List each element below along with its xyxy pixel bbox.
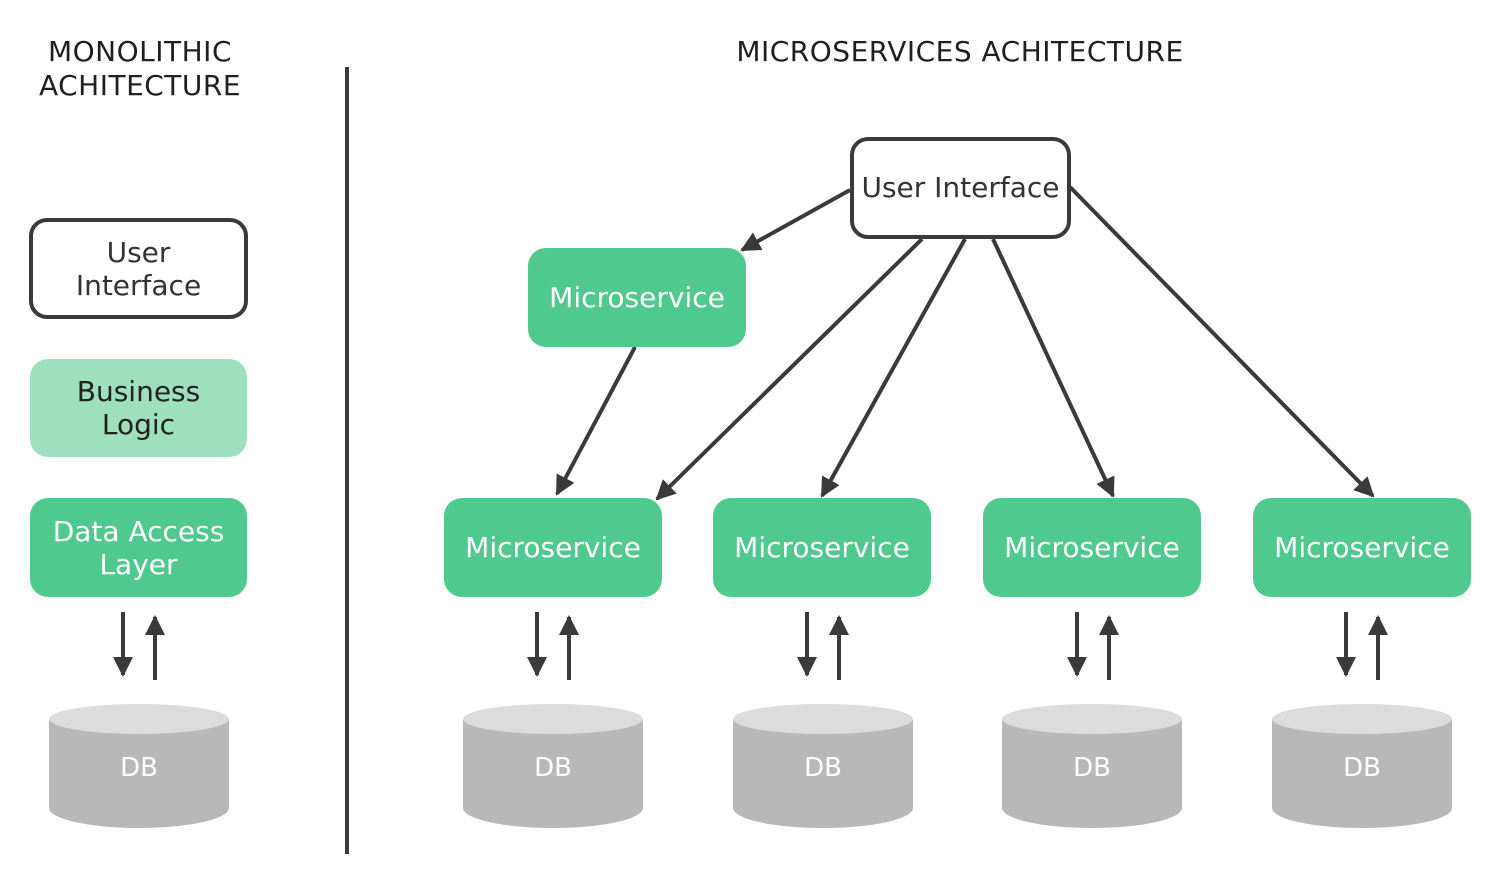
mono-business-logic-box: Business Logic <box>30 359 247 457</box>
db-label: DB <box>534 753 572 783</box>
mono-user-interface-box: User Interface <box>29 218 248 319</box>
db-label: DB <box>804 753 842 783</box>
arrow-upper-to-service-1 <box>555 346 637 496</box>
arrow-ui-to-service-2 <box>820 238 967 498</box>
ms-upper-service-box: Microservice <box>528 248 746 347</box>
ms-user-interface-box: User Interface <box>850 137 1071 239</box>
section-divider <box>345 67 349 854</box>
database-icon <box>49 704 229 828</box>
ms-database-2: DB <box>733 703 913 828</box>
database-icon <box>1272 704 1452 828</box>
mono-data-access-layer-box: Data Access Layer <box>30 498 247 597</box>
arrow-ui-to-upper-service <box>740 188 851 252</box>
arrow-ui-to-service-3 <box>991 238 1115 498</box>
arrow-ui-to-service-4 <box>1068 185 1375 498</box>
monolithic-title: MONOLITHIC ACHITECTURE <box>38 35 242 102</box>
microservices-title: MICROSERVICES ACHITECTURE <box>736 35 1184 68</box>
database-icon <box>463 704 643 828</box>
database-icon <box>733 704 913 828</box>
ms-service-box-1: Microservice <box>444 498 662 597</box>
ms-service-box-2: Microservice <box>713 498 931 597</box>
ms-service-box-3: Microservice <box>983 498 1201 597</box>
ms-database-1: DB <box>463 703 643 828</box>
ms-service-box-4: Microservice <box>1253 498 1471 597</box>
ms-database-4: DB <box>1272 703 1452 828</box>
db-label: DB <box>1073 753 1111 783</box>
db-label: DB <box>1343 753 1381 783</box>
db-label: DB <box>120 753 158 783</box>
database-icon <box>1002 704 1182 828</box>
mono-database: DB <box>49 703 229 828</box>
ms-database-3: DB <box>1002 703 1182 828</box>
arrow-ui-to-service-1 <box>655 237 924 501</box>
